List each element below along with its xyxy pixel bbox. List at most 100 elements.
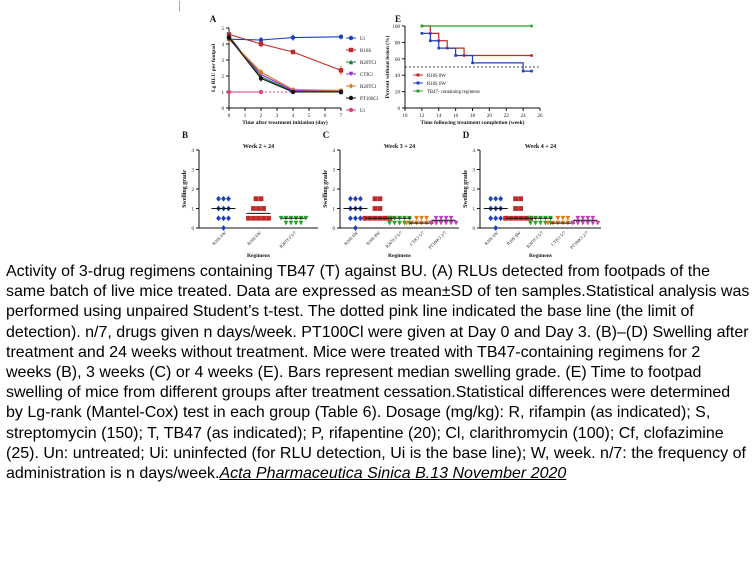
data-point (246, 215, 251, 221)
page-mark: | (178, 0, 181, 12)
data-point (362, 215, 368, 221)
survival-point (420, 32, 424, 35)
series-line (228, 38, 342, 91)
legend-marker (416, 89, 420, 93)
x-tick-label: 16 (453, 114, 459, 119)
y-axis-label: Swelling grade (323, 170, 329, 208)
x-tick-label: 3 (276, 114, 279, 119)
data-point (575, 215, 581, 221)
legend-marker (348, 47, 354, 53)
x-axis-label: Regimens (388, 253, 411, 259)
category-label: R10S 6W (246, 230, 263, 247)
legend-label: Ui (360, 37, 366, 42)
legend-marker (348, 35, 354, 41)
x-tick-label: 1 (244, 114, 247, 119)
figure-caption: Activity of 3-drug regimens containing T… (6, 262, 750, 484)
data-point (221, 225, 226, 231)
panel-label-c: C (323, 130, 330, 140)
y-tick-label: 0 (398, 107, 401, 112)
legend-label: CTfCl (360, 73, 373, 78)
data-point (575, 220, 581, 226)
data-point (493, 215, 499, 222)
category-label: R20TCf 5/7 (384, 230, 403, 249)
data-point (290, 49, 296, 55)
data-point (258, 196, 264, 202)
legend-marker (348, 95, 354, 101)
y-axis-label: Swelling grade (463, 170, 469, 208)
survival-point (530, 69, 533, 73)
data-point (298, 220, 304, 226)
data-point (221, 195, 226, 202)
data-point (414, 215, 419, 221)
survival-point (429, 39, 432, 43)
data-point (258, 69, 264, 75)
data-point (338, 68, 344, 73)
data-point (493, 195, 499, 202)
legend-label: R10S (360, 49, 371, 54)
data-point (290, 89, 296, 95)
data-point (498, 215, 504, 222)
x-tick-label: 18 (470, 114, 476, 119)
y-tick-label: 80 (395, 41, 401, 46)
category-label: R20TCf 5/7 (525, 230, 544, 249)
survival-point (530, 24, 533, 28)
data-point (397, 220, 402, 226)
x-tick-label: 24 (521, 114, 527, 119)
y-tick-label: 1 (333, 208, 336, 213)
data-point (545, 220, 551, 226)
data-point (283, 220, 289, 226)
data-point (261, 215, 266, 221)
data-point (358, 195, 363, 202)
y-tick-label: 3 (192, 169, 195, 174)
data-point (338, 89, 344, 95)
data-point (353, 195, 358, 202)
plot-title-b: Week 2 + 24 (243, 144, 274, 150)
series-line (228, 37, 341, 93)
y-tick-label: 0 (473, 227, 476, 232)
data-point (303, 215, 309, 221)
x-tick-label: 26 (538, 114, 544, 119)
data-point (377, 206, 383, 211)
panel-label-e: E (395, 14, 401, 24)
data-point (256, 206, 261, 211)
data-point (443, 215, 449, 221)
data-point (538, 220, 543, 226)
x-axis-label: Regimens (529, 253, 552, 259)
x-tick-label: 4 (292, 114, 295, 119)
y-tick-label: 1 (222, 91, 225, 96)
survival-point (521, 69, 525, 73)
legend-marker (416, 73, 420, 77)
data-point (424, 215, 429, 221)
data-point (372, 206, 378, 211)
data-point (518, 206, 523, 211)
x-tick-label: 20 (487, 114, 493, 119)
category-label: CTfCl 5/7 (550, 230, 567, 247)
data-point (353, 215, 358, 222)
data-point (258, 89, 264, 95)
data-point (348, 195, 353, 202)
category-label: R20TCf 5/7 (278, 230, 297, 249)
data-point (253, 196, 259, 202)
data-point (585, 215, 591, 221)
y-tick-label: 2 (333, 188, 336, 193)
x-tick-label: 12 (419, 114, 425, 119)
data-point (428, 220, 434, 226)
y-axis-label: Lg RLU per footpad (211, 44, 217, 92)
panel-label-a: A (210, 14, 217, 24)
data-point (372, 196, 378, 202)
category-label: CTfCl 5/7 (409, 230, 426, 247)
y-tick-label: 40 (395, 74, 401, 79)
y-tick-label: 20 (395, 91, 401, 96)
y-tick-label: 4 (222, 43, 225, 48)
y-tick-label: 4 (473, 149, 476, 154)
data-point (513, 206, 518, 211)
y-tick-label: 3 (333, 169, 336, 174)
category-label: R10S 6W (343, 230, 360, 247)
category-label: PT100Cl 2/7 (569, 230, 589, 250)
data-point (590, 215, 596, 221)
data-point (387, 220, 392, 226)
data-point (438, 220, 444, 226)
survival-point (420, 24, 424, 28)
plot-title-d: Week 4 + 24 (525, 144, 556, 150)
